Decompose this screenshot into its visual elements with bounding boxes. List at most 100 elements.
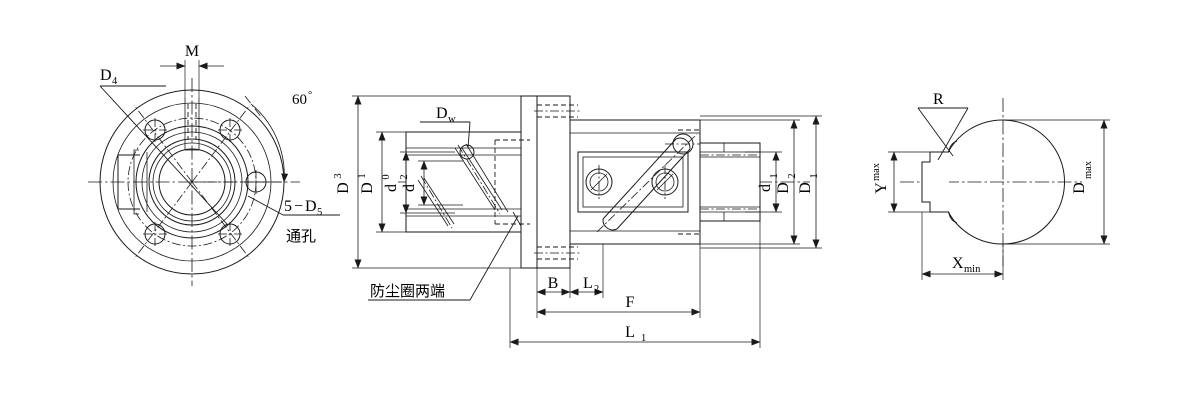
label-l1-sub: 1	[641, 333, 646, 344]
label-d2-right: D	[775, 182, 792, 194]
shaft-stub-outline	[699, 142, 761, 222]
front-view: M D 4 60 ° 5 − D 5 通孔	[88, 43, 340, 286]
return-tube-cap-top	[675, 137, 691, 150]
return-tube-clamp-plate	[577, 151, 689, 213]
label-d3: D	[335, 182, 352, 194]
dim-l2: L 2	[569, 244, 604, 298]
angle-60-annotation: 60 °	[244, 90, 312, 183]
side-view: R Y max X min D max	[871, 91, 1110, 280]
radial-cl-5	[133, 181, 193, 260]
label-angle-degree-symbol: °	[308, 90, 312, 101]
label-5-holes-dash: −	[294, 198, 303, 215]
return-tube-clamp-inner	[582, 156, 684, 208]
label-l2-sub: 2	[594, 284, 599, 295]
label-d4: D	[100, 67, 112, 84]
thread-major-circle	[148, 138, 236, 226]
dim-d1-right: d 1	[745, 151, 782, 213]
dim-d2-right: D 2	[700, 119, 800, 245]
d4-leader-line	[99, 85, 228, 225]
label-5-holes-d: D	[305, 198, 317, 215]
label-d2: d	[401, 184, 418, 192]
dim-l1: L 1	[509, 221, 761, 348]
leader-dust-seal: 防尘圈两端	[368, 215, 519, 301]
clamp-screw-left	[585, 165, 613, 199]
dim-m: M	[160, 43, 224, 98]
return-tube-edge-2	[616, 148, 691, 230]
label-d2-sub: 2	[399, 174, 410, 179]
keyway-tab	[117, 149, 148, 215]
bolt-hole-group	[143, 118, 268, 246]
d5-leader-line	[247, 195, 284, 216]
label-y-max: Y	[873, 182, 890, 194]
dim-f: F	[536, 244, 701, 318]
dust-seal-leader-line	[469, 215, 519, 301]
notch-fillet-bottom	[948, 211, 958, 224]
groove-u1	[454, 147, 496, 211]
groove-l-cl	[420, 175, 453, 229]
r-leader-line-1	[917, 107, 954, 157]
dim-d1-left: D 1	[357, 131, 406, 233]
flange-hub	[520, 95, 538, 269]
label-d-max: D	[1071, 182, 1088, 194]
return-tube-cl	[596, 133, 698, 233]
label-x-min-sub: min	[964, 264, 981, 275]
label-d2-right-sub: 2	[787, 173, 798, 178]
keyway-outline	[117, 154, 140, 210]
label-5-holes-sub: 5	[317, 207, 322, 218]
top-tapped-hole-m	[184, 98, 200, 151]
ball-element	[459, 144, 475, 160]
label-d1-outer-sub: 1	[809, 173, 820, 178]
flange-register-circle	[112, 102, 272, 262]
angle-60-ext	[244, 95, 263, 119]
label-r: R	[933, 91, 944, 108]
label-dw-sub: w	[448, 114, 456, 125]
radial-cl-2	[191, 104, 251, 183]
shaft-stub-right	[699, 142, 761, 222]
label-dust-seal: 防尘圈两端	[370, 282, 445, 300]
bolt-pattern-radial-lines	[133, 104, 285, 260]
label-l1: L	[625, 324, 635, 341]
label-d0-sub: 0	[381, 174, 392, 179]
keyway-step	[133, 149, 139, 215]
dim-d1-outer: D 1	[700, 115, 822, 249]
label-d3-sub: 3	[333, 173, 344, 178]
label-l2: L	[583, 275, 593, 292]
dw-leader-line	[467, 121, 471, 149]
return-tube-edge-1	[602, 138, 677, 220]
label-angle-60: 60	[292, 92, 307, 108]
leader-dw: D w	[420, 105, 471, 149]
leader-r: R	[917, 91, 969, 161]
dust-seal-mark	[512, 211, 522, 227]
label-d1-left: D	[359, 182, 376, 194]
nut-body-right	[569, 119, 701, 245]
r-leader-line-2	[937, 107, 969, 161]
return-tube	[596, 133, 701, 233]
nut-barrel-left	[405, 131, 522, 233]
dim-d3: D 3	[333, 95, 521, 269]
dim-d2: d 2	[399, 160, 463, 206]
label-d0: d	[383, 184, 400, 192]
leader-d4: D 4	[99, 67, 228, 225]
label-through-hole: 通孔	[286, 227, 316, 245]
wiper-notch-profile	[921, 151, 949, 213]
notch-fillet-top	[948, 140, 958, 153]
nut-barrel-outline	[405, 131, 522, 233]
label-d1-outer: D	[797, 182, 814, 194]
label-y-max-sub: max	[871, 162, 882, 181]
label-d1-left-sub: 1	[357, 173, 368, 178]
envelope-circle	[940, 119, 1065, 245]
radial-cl-4	[191, 181, 251, 260]
dim-d-max: D max	[1003, 119, 1110, 245]
clamp-screw-right	[651, 165, 679, 199]
dim-y-max: Y max	[871, 151, 930, 213]
section-view: D 3 D 1 d 0 d 2	[333, 95, 822, 348]
groove-l2	[423, 177, 455, 225]
label-d1-right-sub: 1	[769, 173, 780, 178]
label-d1-right: d	[757, 184, 774, 192]
groove-u-cl	[457, 144, 501, 215]
dim-x-min: X min	[921, 212, 1004, 280]
label-d4-sub: 4	[112, 76, 118, 87]
flange-plate	[536, 95, 571, 269]
